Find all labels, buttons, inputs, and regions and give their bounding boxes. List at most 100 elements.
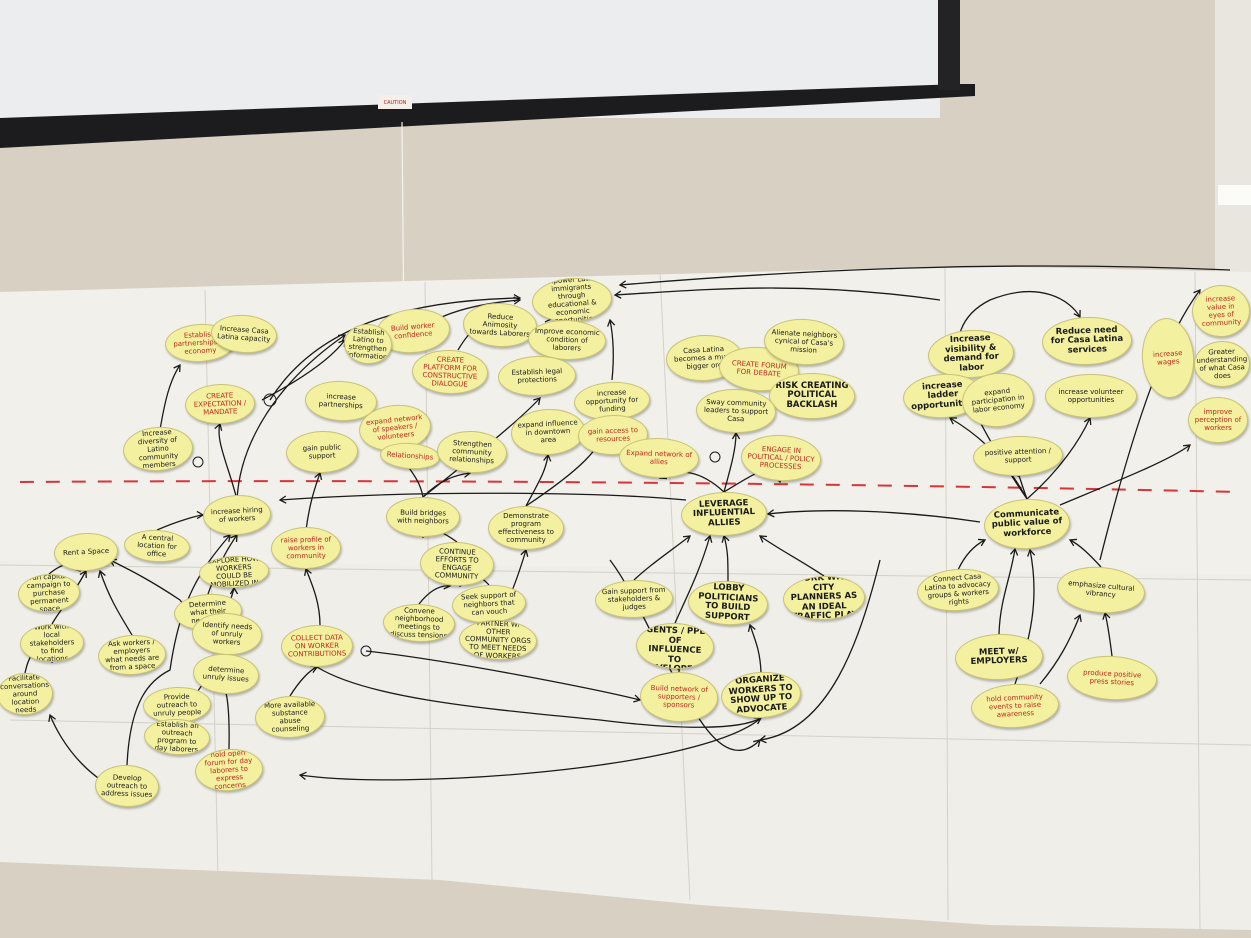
sticky-note-expand-influence: expand influence in downtown area bbox=[509, 407, 587, 457]
arrowhead-19 bbox=[613, 290, 622, 299]
sticky-note-build-bridges: Build bridges with neighbors bbox=[385, 496, 461, 538]
sticky-note-communicate-value: Communicate public value of workforce bbox=[982, 496, 1072, 552]
arrowhead-3 bbox=[173, 363, 181, 373]
sticky-note-improve-perception: improve perception of workers bbox=[1188, 397, 1248, 443]
arrowhead-39 bbox=[520, 548, 529, 557]
arrow-22 bbox=[767, 510, 981, 523]
wall-right-shadow bbox=[1215, 0, 1251, 280]
sticky-note-conversations: Facilitate conversations around location… bbox=[0, 671, 55, 717]
sticky-note-stakeholders-locations: Work with local stakeholders to find loc… bbox=[19, 622, 85, 664]
arrow-1 bbox=[236, 334, 346, 501]
arrowhead-31 bbox=[682, 535, 692, 543]
sticky-note-expand-allies: Expand network of allies bbox=[618, 436, 700, 480]
sticky-note-relationships: Relationships bbox=[379, 440, 441, 472]
arrow-2 bbox=[218, 423, 238, 501]
sticky-note-develop-outreach: Develop outreach to address issues bbox=[94, 763, 160, 809]
arrow-48 bbox=[289, 666, 318, 697]
sticky-note-ask-workers: Ask workers / employers what needs are f… bbox=[96, 633, 168, 677]
sticky-note-work-city-planners: WORK WITH CITY PLANNERS AS AN IDEAL TRAF… bbox=[782, 574, 866, 622]
arrow-20 bbox=[619, 265, 1231, 286]
sticky-note-collect-data: COLLECT DATA ON WORKER CONTRIBUTIONS bbox=[280, 624, 354, 668]
sticky-note-raise-profile: raise profile of workers in community bbox=[270, 526, 342, 570]
sticky-note-reduce-animosity: Reduce Animosity towards Laborers bbox=[461, 301, 539, 349]
arrow-42 bbox=[99, 570, 133, 636]
arrowhead-20 bbox=[618, 280, 627, 289]
arrow-30 bbox=[759, 535, 825, 577]
arrowhead-35 bbox=[298, 771, 307, 780]
sticky-note-increase-hiring: increase hiring of workers bbox=[201, 493, 273, 537]
arrowhead-26 bbox=[1068, 538, 1078, 547]
arrow-19 bbox=[614, 287, 941, 301]
arrow-17 bbox=[957, 291, 1081, 500]
arrow-15 bbox=[1026, 417, 1091, 500]
sticky-note-rent-space: Rent a Space bbox=[53, 531, 119, 573]
arrowhead-32 bbox=[704, 534, 713, 543]
arrowhead-23 bbox=[977, 538, 987, 547]
arrowhead-62 bbox=[607, 318, 616, 327]
arrow-33 bbox=[749, 624, 762, 673]
sticky-note-explore-needs: EXPLORE HOW WORKERS COULD BE MOBILIZED I… bbox=[198, 554, 270, 590]
arrow-38 bbox=[418, 585, 451, 605]
arrowhead-25 bbox=[1027, 548, 1036, 557]
sticky-note-gain-public-support: gain public support bbox=[285, 429, 359, 475]
arrow-53 bbox=[365, 650, 641, 701]
arrow-23 bbox=[957, 539, 986, 571]
arrow-27 bbox=[1104, 612, 1113, 657]
sticky-note-create-expectation: CREATE EXPECTATION / MANDATE bbox=[184, 382, 256, 426]
sticky-note-open-forum: hold open forum for day laborers to expr… bbox=[193, 746, 265, 794]
sticky-note-emphasize-cultural: emphasize cultural vibrancy bbox=[1055, 563, 1147, 617]
arrow-16 bbox=[1059, 444, 1191, 506]
sticky-note-partner-orgs: PARTNER W/ OTHER COMMUNITY ORGS TO MEET … bbox=[458, 618, 538, 662]
arrow-52 bbox=[316, 666, 762, 728]
arrowhead-57 bbox=[758, 735, 767, 744]
sticky-note-empower-latino: Empower Latino immigrants through educat… bbox=[530, 275, 614, 325]
sticky-note-outreach-program: Establish an outreach program to day lab… bbox=[143, 717, 211, 757]
sticky-note-increase-value: increase value in eyes of community bbox=[1190, 283, 1251, 339]
sticky-note-greater-understanding: Greater understanding of what Casa does bbox=[1193, 340, 1251, 388]
sticky-note-build-network: Build network of supporters / sponsors bbox=[639, 670, 719, 724]
arrow-4 bbox=[305, 472, 321, 531]
projector-screen-edge bbox=[938, 0, 960, 90]
arrowhead-16 bbox=[1182, 444, 1192, 452]
projector-screen-casing bbox=[0, 84, 975, 148]
sticky-note-gain-support-judges: Gain support from stakeholders & judges bbox=[594, 578, 674, 620]
sticky-note-establish-legal: Establish legal protections bbox=[497, 354, 577, 398]
arrowhead-15 bbox=[1083, 416, 1092, 426]
sticky-note-identify-needs: Identify needs of unruly workers bbox=[190, 611, 264, 657]
sticky-note-identify-gents: IDENTIFY GENTS / PPL OF INFLUENCE TO DEV… bbox=[635, 621, 715, 671]
sticky-note-convene-meetings: Convene neighborhood meetings to discuss… bbox=[382, 602, 456, 644]
ceiling-light bbox=[1218, 185, 1251, 205]
arrow-3 bbox=[159, 364, 181, 431]
arrowhead-60 bbox=[513, 296, 522, 305]
sticky-note-increase-wages: increase wages bbox=[1139, 316, 1197, 400]
sticky-note-produce-press: produce positive press stories bbox=[1065, 653, 1159, 703]
arrow-29 bbox=[723, 535, 729, 582]
sticky-note-risk-backlash: RISK CREATING POLITICAL BACKLASH bbox=[769, 373, 855, 419]
arrowhead-21 bbox=[278, 495, 287, 504]
arrowhead-51 bbox=[223, 534, 231, 543]
sticky-note-create-platform: CREATE PLATFORM FOR CONSTRUCTIVE DIALOGU… bbox=[411, 348, 489, 396]
screen-caution-sticker bbox=[378, 95, 412, 109]
sticky-note-meet-employers: MEET w/ EMPLOYERS bbox=[954, 632, 1044, 682]
arrow-57 bbox=[759, 559, 881, 741]
arrow-21 bbox=[279, 492, 687, 501]
arrow-36 bbox=[305, 568, 321, 626]
sticky-note-sway-leaders: Sway community leaders to support Casa bbox=[695, 387, 777, 435]
arrowhead-33 bbox=[747, 623, 756, 632]
sticky-note-leverage-allies: LEVERAGE INFLUENTIAL ALLIES bbox=[680, 490, 768, 538]
arrow-26 bbox=[1069, 539, 1102, 568]
arrowhead-30 bbox=[758, 535, 768, 543]
arrowhead-14 bbox=[948, 417, 958, 425]
arrow-connectors bbox=[24, 265, 1231, 801]
sticky-note-demonstrate-effectiveness: Demonstrate program effectiveness to com… bbox=[488, 506, 564, 550]
sticky-note-hold-events: hold community events to raise awareness bbox=[969, 681, 1061, 731]
sticky-note-continue-efforts: CONTINUE EFFORTS TO ENGAGE COMMUNITY bbox=[419, 540, 495, 588]
sticky-note-increase-diversity: Increase diversity of Latino community m… bbox=[121, 424, 195, 474]
screen-caution-text: CAUTION bbox=[384, 100, 407, 106]
arrow-35 bbox=[299, 717, 762, 781]
sticky-note-central-location: A central location for office bbox=[123, 528, 191, 564]
sticky-note-organize-workers: ORGANIZE WORKERS TO SHOW UP TO ADVOCATE bbox=[719, 669, 803, 721]
arrow-28 bbox=[1039, 614, 1081, 685]
arrow-59 bbox=[269, 297, 521, 401]
